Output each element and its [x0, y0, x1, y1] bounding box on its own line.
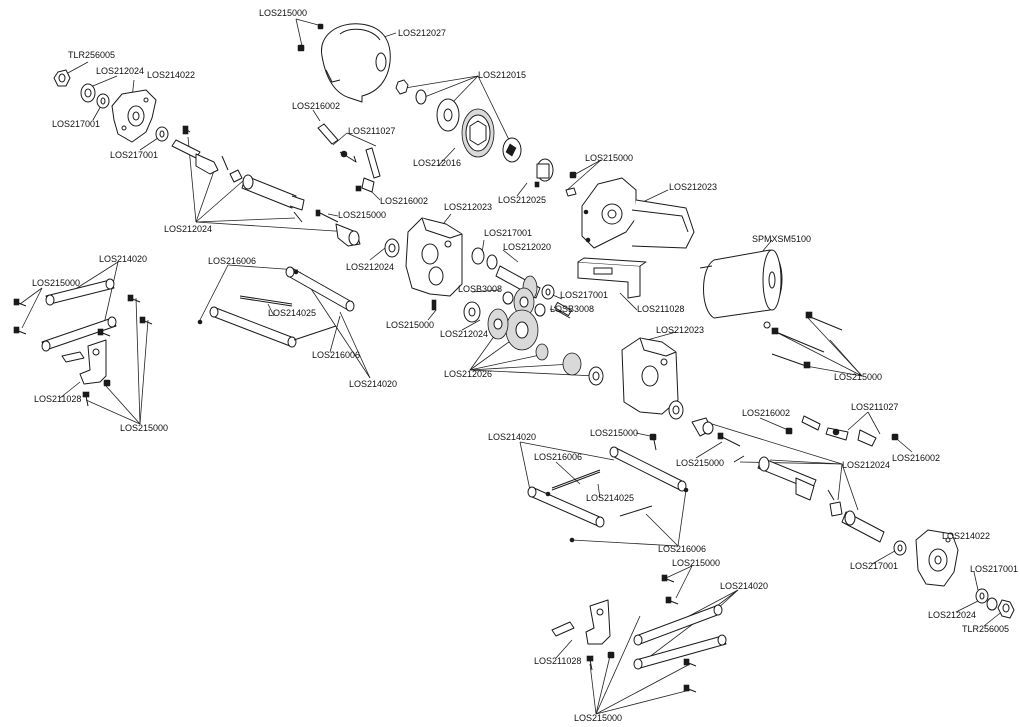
part-label: LOS212027 — [398, 28, 446, 38]
part-label: LOS211028 — [34, 394, 81, 404]
parts-drawings — [13, 23, 1015, 693]
part-label: LOS212015 — [478, 70, 526, 80]
pinion-gear-icon — [534, 158, 577, 197]
part-label: LOS216006 — [658, 544, 706, 554]
transmission-case-left-icon — [384, 217, 463, 311]
part-label: LOS211028 — [637, 304, 684, 314]
part-label: LOS212024 — [842, 460, 890, 470]
part-label: LOS214020 — [488, 432, 536, 442]
part-label: LOS215000 — [672, 558, 720, 568]
link-mount-icon — [61, 339, 111, 407]
part-label: LOS214025 — [586, 493, 634, 503]
part-labels: LOS215000 LOS212027 LOS212015 TLR256005 … — [32, 8, 1018, 723]
part-label: LOS214022 — [942, 531, 990, 541]
part-label: TLR256005 — [68, 50, 115, 60]
part-label: LOS212025 — [498, 195, 546, 205]
motor-plate-icon — [581, 177, 695, 249]
spur-gear-cover-icon — [321, 23, 391, 103]
electric-motor-icon — [699, 249, 783, 319]
part-label: LOS212024 — [164, 224, 212, 234]
lower-turnbuckle-link-icon — [527, 446, 689, 543]
part-label: LOS215000 — [585, 153, 633, 163]
part-label: LOS212026 — [444, 369, 492, 379]
part-label: LOS217001 — [850, 561, 898, 571]
part-label: LOS214022 — [147, 70, 195, 80]
driveshaft-icon — [171, 125, 361, 247]
motor-mount-rail-icon — [577, 257, 647, 299]
part-label: LOS212020 — [503, 242, 551, 252]
part-label: LOS216006 — [208, 256, 256, 266]
transmission-case-right-icon — [621, 337, 684, 420]
part-label: LOS212024 — [928, 610, 976, 620]
outdrive-pin-icon — [317, 123, 381, 193]
right-driveshaft-icon — [691, 417, 907, 556]
part-label: LOS212023 — [669, 182, 717, 192]
part-label: LOS212016 — [413, 158, 461, 168]
motor-screw-icon — [763, 311, 843, 369]
part-label: LOS214020 — [720, 581, 768, 591]
part-label: LOSB3008 — [550, 304, 594, 314]
part-label: LOS215000 — [834, 372, 882, 382]
gear-icon — [463, 287, 604, 386]
part-label: LOS215000 — [574, 713, 622, 723]
part-label: LOS216006 — [312, 350, 360, 360]
part-label: LOS215000 — [120, 423, 168, 433]
part-label: LOS211028 — [534, 656, 581, 666]
rear-hub-carrier-icon — [111, 89, 157, 143]
part-label: LOS215000 — [386, 320, 434, 330]
screw-icon — [297, 23, 324, 52]
part-label: LOS214020 — [349, 379, 397, 389]
bearing-icon — [80, 83, 169, 142]
part-label: LOS215000 — [590, 428, 638, 438]
part-label: LOS217001 — [970, 564, 1018, 574]
part-label: LOS214020 — [99, 254, 147, 264]
part-label: LOS217001 — [484, 228, 532, 238]
turnbuckle-link-icon — [197, 266, 355, 348]
part-label: LOS214025 — [268, 308, 316, 318]
part-label: LOS212023 — [656, 325, 704, 335]
right-hub-carrier-icon — [915, 529, 1015, 619]
part-label: LOS217001 — [52, 119, 100, 129]
part-label: LOS212024 — [96, 66, 144, 76]
part-label: LOS211027 — [851, 402, 898, 412]
part-label: SPMXSM5100 — [752, 234, 811, 244]
part-label: LOS215000 — [259, 8, 307, 18]
right-outdrive-pin-icon — [649, 415, 899, 451]
leader-lines — [19, 18, 1005, 715]
part-label: LOS217001 — [110, 150, 158, 160]
part-label: LOS216006 — [534, 452, 582, 462]
part-label: LOS216002 — [742, 408, 790, 418]
part-label: LOSB3008 — [458, 284, 502, 294]
lower-camber-link-icon — [633, 574, 727, 693]
part-label: LOS212024 — [346, 262, 394, 272]
slipper-clutch-icon — [395, 79, 522, 163]
part-label: LOS215000 — [338, 210, 386, 220]
part-label: LOS216002 — [292, 101, 340, 111]
part-label: LOS215000 — [676, 458, 724, 468]
part-label: LOS215000 — [32, 278, 80, 288]
hub-nut-icon — [53, 69, 71, 87]
lower-link-mount-icon — [551, 599, 615, 671]
part-label: LOS212023 — [444, 202, 492, 212]
part-label: LOS217001 — [560, 290, 608, 300]
part-label: LOS212024 — [440, 329, 488, 339]
part-label: LOS216002 — [380, 196, 428, 206]
part-label: TLR256005 — [962, 624, 1009, 634]
part-label: LOS211027 — [348, 126, 395, 136]
part-label: LOS216002 — [892, 453, 940, 463]
camber-link-icon — [13, 278, 153, 352]
